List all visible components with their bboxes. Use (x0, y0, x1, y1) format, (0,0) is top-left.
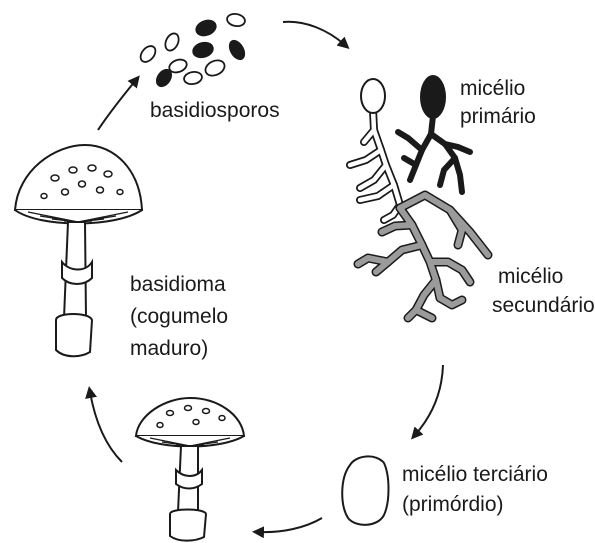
label-basidiospores: basidiosporos (150, 98, 280, 124)
arrow-mature-to-spores (98, 80, 136, 130)
arrow-young-to-mature (90, 392, 122, 462)
arrow-tertiary-to-young-mushroom (258, 518, 322, 532)
label-primary-mycelium-2: primário (460, 104, 536, 130)
spore-icon (226, 13, 246, 28)
mushroom-volva (56, 314, 92, 356)
spore-icon (361, 79, 385, 113)
label-basidioma-1: basidioma (130, 272, 226, 298)
arrow-secondary-to-tertiary (415, 365, 443, 435)
young-mushroom-volva (170, 510, 206, 541)
young-mushroom (136, 398, 244, 541)
arrow-spores-to-primary (283, 22, 345, 45)
label-basidioma-3: maduro) (130, 336, 208, 362)
basidiospores (138, 13, 248, 89)
label-secondary-mycelium-2: secundário (492, 293, 595, 319)
primordium-icon (342, 456, 388, 524)
label-primary-mycelium-1: micélio (460, 76, 525, 102)
label-tertiary-mycelium-2: (primórdio) (402, 492, 504, 518)
mushroom-cap (15, 145, 142, 210)
primary-mycelium-white-fill (350, 110, 400, 220)
mature-mushroom (15, 145, 142, 356)
spore-icon (138, 43, 159, 65)
label-basidioma-2: (cogumelo (130, 304, 228, 330)
young-mushroom-cap (136, 398, 244, 436)
spore-icon (420, 75, 446, 119)
spore-icon (192, 41, 215, 60)
label-tertiary-mycelium-1: micélio terciário (402, 462, 548, 488)
spore-icon (203, 57, 227, 78)
label-secondary-mycelium-1: micélio (498, 264, 563, 290)
spore-icon (194, 18, 218, 38)
spore-icon (183, 71, 203, 86)
spore-icon (227, 38, 247, 61)
spore-icon (163, 31, 181, 52)
